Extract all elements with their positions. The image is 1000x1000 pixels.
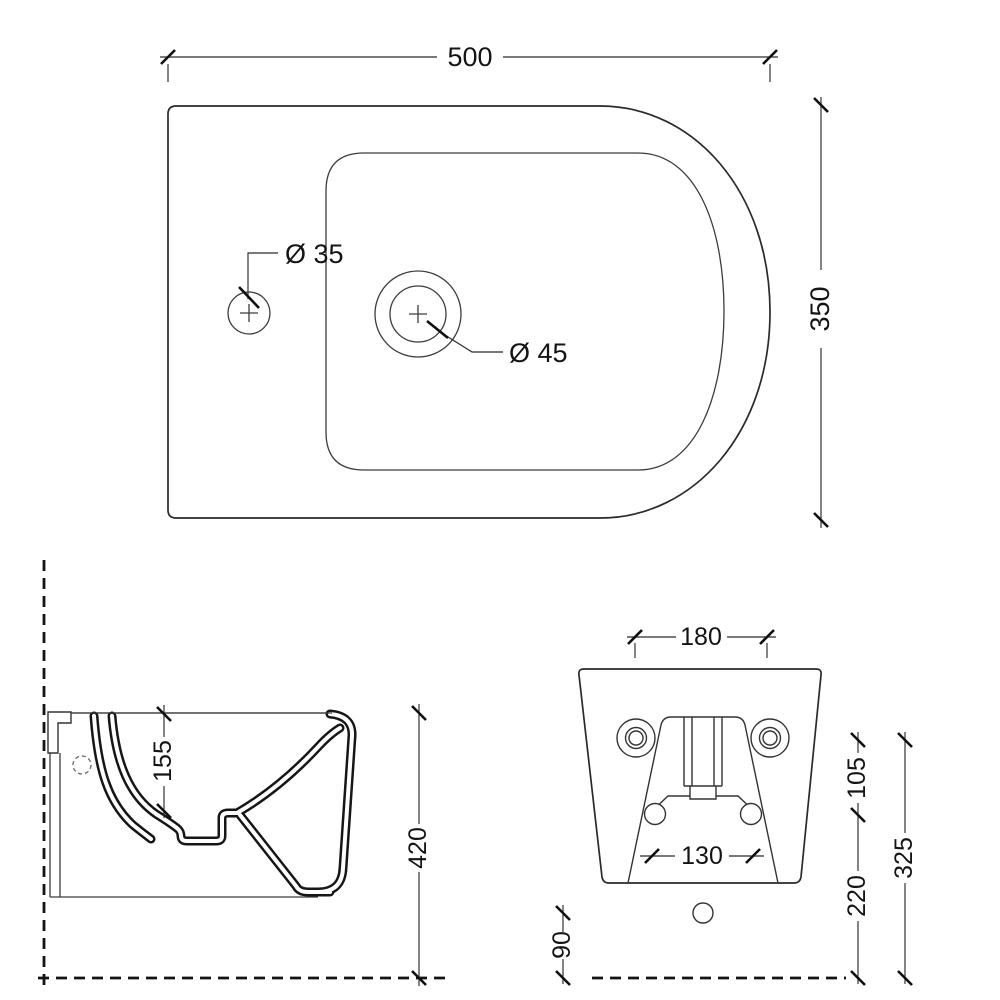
dim-label-350: 350 bbox=[805, 286, 835, 331]
dimension-width-500: 500 bbox=[160, 42, 778, 82]
rear-outer-outline bbox=[578, 668, 822, 884]
dimension-105-220: 105 220 bbox=[843, 732, 871, 986]
section-walls bbox=[89, 709, 357, 897]
drain-hole-label: Ø 45 bbox=[509, 338, 568, 368]
dimension-depth-350: 350 bbox=[805, 97, 835, 528]
rear-inner-recess bbox=[627, 716, 779, 884]
top-view-outer-outline bbox=[167, 105, 771, 519]
tap-hole-center-cross bbox=[240, 304, 258, 322]
fixing-hole-left bbox=[616, 718, 656, 758]
tap-hole bbox=[227, 291, 271, 335]
dim-label-130: 130 bbox=[681, 842, 723, 870]
rim-channel bbox=[100, 715, 145, 821]
drain-hole bbox=[374, 270, 462, 358]
leader-tick bbox=[238, 286, 260, 309]
dim-label-105: 105 bbox=[843, 757, 871, 799]
tap-hole-leader: Ø 35 bbox=[238, 239, 344, 309]
wall-bracket bbox=[47, 711, 72, 754]
top-view-bowl-outline bbox=[325, 152, 725, 471]
dim-label-220: 220 bbox=[843, 875, 871, 917]
hidden-fixing-hole bbox=[72, 755, 92, 775]
lower-hole-left bbox=[643, 802, 667, 826]
top-view: Ø 35 Ø 45 500 350 bbox=[160, 42, 835, 528]
dim-label-325: 325 bbox=[890, 837, 918, 879]
dim-label-155: 155 bbox=[149, 740, 177, 782]
dimension-height-420: 420 bbox=[404, 704, 432, 986]
dimension-bowl-depth-155: 155 bbox=[149, 705, 177, 819]
dimension-325: 325 bbox=[890, 732, 918, 986]
outlet-hole bbox=[692, 902, 714, 924]
fixing-hole-right bbox=[750, 718, 790, 758]
dimension-fixing-span-180: 180 bbox=[627, 623, 776, 658]
lower-hole-right bbox=[739, 802, 763, 826]
dim-label-420: 420 bbox=[404, 827, 432, 869]
dimension-lower-span-130: 130 bbox=[640, 842, 764, 870]
leader-tick bbox=[426, 319, 449, 340]
rear-view: 180 130 105 220 325 90 bbox=[548, 623, 918, 986]
dim-label-90: 90 bbox=[548, 931, 576, 959]
dim-label-180: 180 bbox=[680, 623, 722, 651]
tap-hole-label: Ø 35 bbox=[285, 239, 344, 269]
drain-hole-leader: Ø 45 bbox=[426, 319, 568, 368]
rear-central-channel bbox=[683, 717, 723, 800]
dim-label-500: 500 bbox=[447, 42, 492, 72]
dimension-outlet-90: 90 bbox=[548, 905, 576, 986]
side-view: 155 420 bbox=[38, 560, 446, 992]
drain-hole-center-cross bbox=[409, 305, 427, 323]
